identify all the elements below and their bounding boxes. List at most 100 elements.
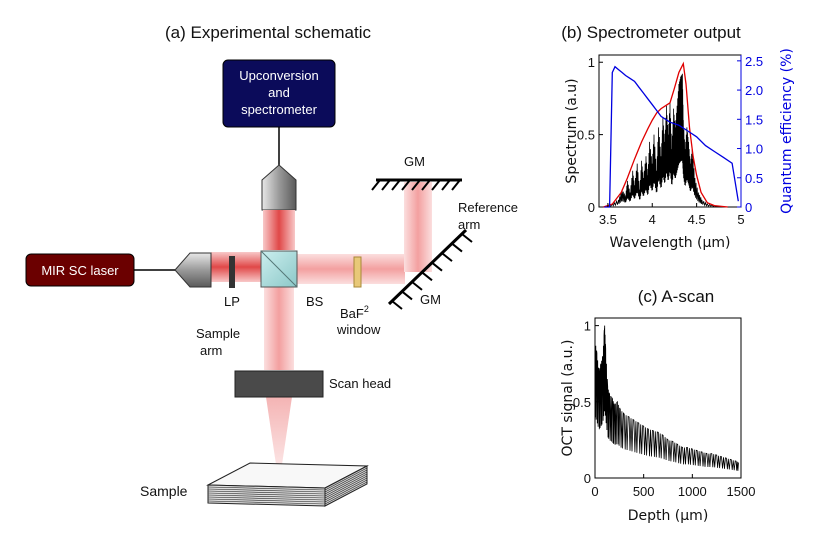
ascan-xtick-label: 1000 — [678, 484, 707, 499]
sample-layer — [207, 490, 326, 495]
spectrometer-xtick-label: 3.5 — [599, 212, 617, 227]
ascan-ytick-label: 0 — [584, 471, 591, 486]
ascan-title: (c) A-scan — [638, 287, 715, 306]
sample-arm-label-1: Sample — [196, 326, 240, 341]
left-collimator — [174, 252, 212, 288]
sample-layer — [207, 488, 326, 493]
sample-slab — [206, 462, 369, 507]
upconversion-label-2: and — [268, 85, 290, 100]
spectrometer-ytick-right-label: 2.5 — [745, 54, 763, 69]
sample-layer — [324, 469, 368, 493]
sample-layer — [207, 500, 326, 505]
ascan-ylabel: OCT signal (a.u.) — [560, 340, 576, 457]
spectrometer-ylabel: Spectrum (a.u) — [564, 78, 580, 183]
spectrometer-title: (b) Spectrometer output — [561, 23, 741, 42]
spectrometer-ytick-right-label: 1.5 — [745, 112, 763, 127]
sample-layer — [207, 486, 326, 491]
baf2-window — [353, 256, 362, 288]
sample-layer — [324, 471, 368, 495]
laser-box: MIR SC laser — [25, 253, 135, 287]
mirror-hatch — [391, 179, 401, 191]
beam-detection — [263, 210, 295, 250]
top-collimator — [261, 164, 297, 211]
mirror-hatch — [421, 179, 431, 191]
ascan-xlabel: Depth (μm) — [628, 508, 709, 524]
spectrometer-ytick-label: 0.5 — [577, 128, 595, 143]
reference-arm-label-2: arm — [458, 217, 480, 232]
beam-source — [211, 252, 261, 282]
mirror-hatch — [391, 300, 403, 310]
mirror-hatch — [431, 261, 443, 272]
mirror-hatch — [401, 290, 413, 301]
galvo-mirror-top — [371, 178, 462, 191]
ascan-xtick-label: 0 — [591, 484, 598, 499]
laser-label: MIR SC laser — [41, 263, 119, 278]
upconversion-box: Upconversion and spectrometer — [222, 59, 336, 128]
bs-label: BS — [306, 294, 324, 309]
ascan-ytick-label: 0.5 — [573, 395, 591, 410]
spectrometer-xlabel: Wavelength (μm) — [610, 235, 731, 251]
ascan-series-signal — [594, 325, 739, 471]
schematic-panel: (a) Experimental schematic Upconversion … — [25, 23, 518, 507]
spectrometer-series-spectrum — [603, 73, 731, 208]
spectrometer-ytick-right-label: 1.0 — [745, 142, 763, 157]
sample-layer — [324, 475, 368, 499]
beam-reference-vertical — [404, 182, 432, 272]
sample-layer — [324, 467, 368, 491]
upconversion-label-3: spectrometer — [241, 102, 318, 117]
sample-layer — [324, 473, 368, 497]
ascan-xtick-label: 500 — [633, 484, 655, 499]
mirror-hatch — [431, 179, 441, 191]
galvo-mirror-right — [387, 228, 473, 310]
beam-sample — [264, 285, 294, 370]
ascan-marks — [594, 325, 739, 471]
window-label-main: BaF2 — [340, 304, 369, 321]
gm-top-label: GM — [404, 154, 425, 169]
sample-label: Sample — [140, 483, 188, 499]
mirror-hatch — [421, 271, 433, 282]
reference-arm-label-1: Reference — [458, 200, 518, 215]
scan-head-label: Scan head — [329, 376, 391, 391]
schematic-title: (a) Experimental schematic — [165, 23, 371, 42]
mirror-hatch — [441, 179, 451, 191]
ascan-plot-area — [594, 317, 742, 479]
spectrometer-ylabel-right: Quantum efficiency (%) — [779, 48, 795, 214]
spectrometer-xtick-label: 5 — [737, 212, 744, 227]
long-pass-filter — [229, 256, 235, 288]
mirror-hatch — [451, 242, 463, 253]
spectrometer-ytick-right-label: 0.5 — [745, 171, 763, 186]
lp-label: LP — [224, 294, 240, 309]
sample-arm-label-2: arm — [200, 343, 222, 358]
mirror-hatch — [371, 179, 381, 191]
spectrometer-series-qe — [604, 65, 739, 208]
gm-right-label: GM — [420, 292, 441, 307]
sample-layer — [207, 494, 326, 499]
ascan-ticks: 0 500 1000 1500 0 0.5 1 — [573, 319, 756, 499]
sample-layer — [324, 477, 368, 501]
beam-focus — [266, 397, 292, 478]
spectrometer-marks — [603, 61, 739, 208]
spectrometer-xtick-label: 4 — [649, 212, 656, 227]
upconversion-label-1: Upconversion — [239, 68, 319, 83]
mirror-hatch — [451, 179, 461, 191]
mirror-hatch — [461, 233, 473, 243]
mirror-hatch — [411, 281, 423, 291]
sample-layer — [324, 479, 368, 503]
ascan-xtick-label: 1500 — [727, 484, 756, 499]
spectrometer-xtick-label: 4.5 — [688, 212, 706, 227]
spectrometer-ytick-label: 0 — [588, 200, 595, 215]
ascan-ytick-label: 1 — [584, 319, 591, 334]
mirror-hatch — [441, 252, 453, 262]
mirror-hatch — [411, 179, 421, 191]
spectrometer-series-envelope — [603, 61, 728, 208]
sample-layer — [207, 492, 326, 497]
sample-layer — [207, 496, 326, 501]
spectrometer-ytick-right-label: 0 — [745, 200, 752, 215]
mirror-hatch — [381, 179, 391, 191]
mirror-hatch — [401, 179, 411, 191]
spectrometer-ytick-right-label: 2.0 — [745, 83, 763, 98]
